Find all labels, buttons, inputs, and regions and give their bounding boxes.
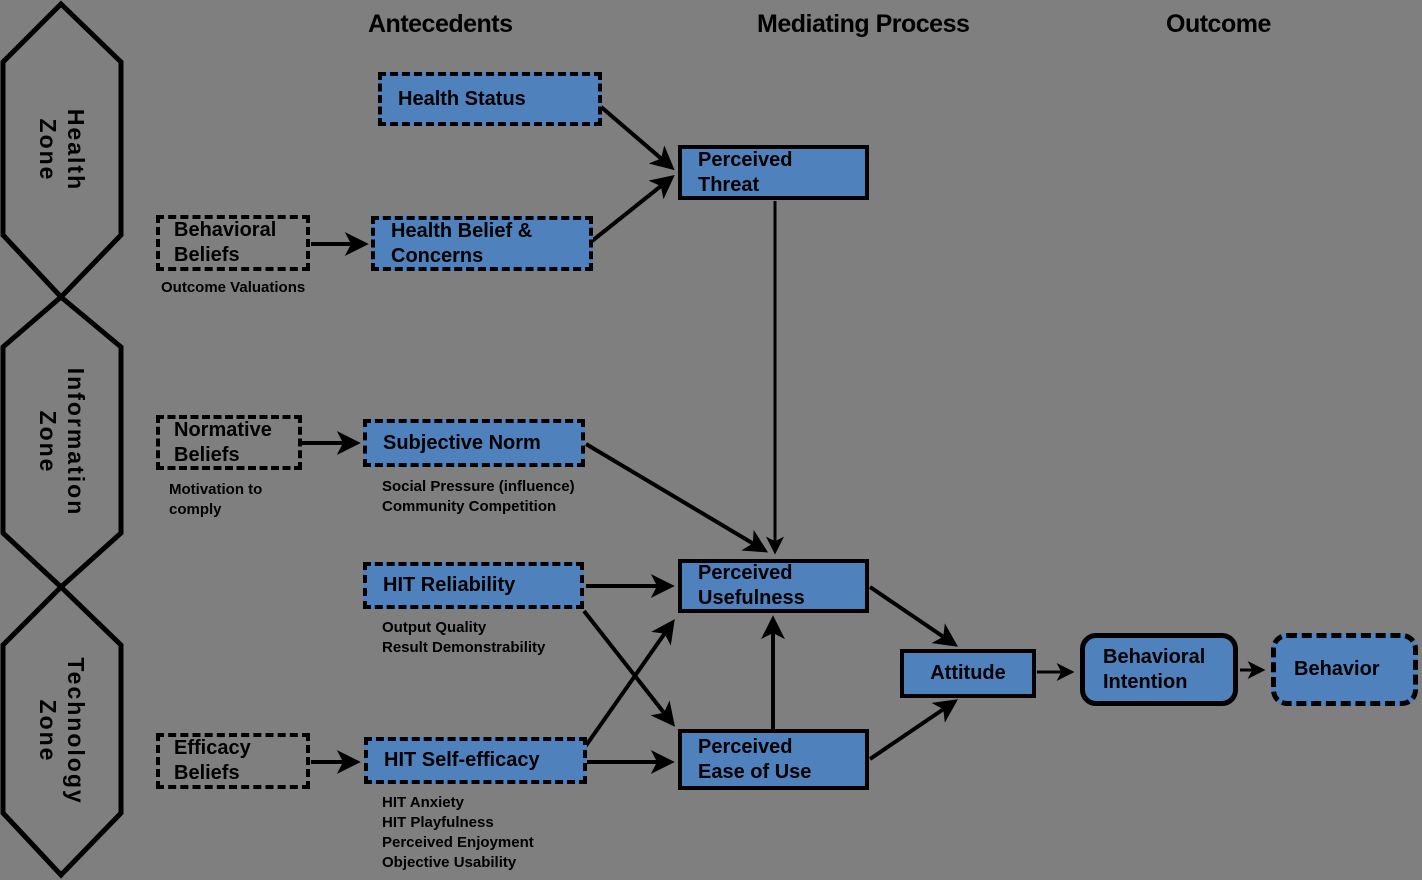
- node-label-line: Ease of Use: [698, 760, 812, 783]
- node-perceived-usefulness: Perceived Usefulness: [678, 559, 869, 613]
- note-hit-self-efficacy: HIT Anxiety HIT Playfulness Perceived En…: [382, 793, 534, 873]
- arrow-subjective-norm-to-perceived-usefulness: [584, 442, 769, 553]
- node-label-line: Usefulness: [698, 587, 805, 609]
- node-label-line: HIT Self-efficacy: [384, 749, 540, 771]
- arrow-hit-self-efficacy-to-perceived-usefulness: [583, 619, 675, 749]
- node-label-line: Threat: [698, 173, 760, 196]
- node-subjective-norm: Subjective Norm: [363, 419, 585, 467]
- arrow-health-belief-to-perceived-threat: [590, 175, 675, 243]
- node-label-line: Attitude: [930, 662, 1006, 684]
- node-behavioral-intention: Behavioral Intention: [1080, 633, 1238, 706]
- zone-label-line: Zone: [35, 410, 61, 474]
- node-health-status: Health Status: [378, 72, 602, 126]
- information-zone-label: Information Zone: [32, 342, 90, 542]
- arrow-perceived-ease-to-attitude: [868, 699, 958, 761]
- node-label-line: Normative: [174, 418, 272, 441]
- zone-label-line: Information: [63, 367, 89, 517]
- note-motivation-to-comply: Motivation to comply: [169, 480, 262, 520]
- note-line: Output Quality: [382, 619, 487, 636]
- node-label-line: Subjective Norm: [383, 431, 541, 454]
- note-hit-reliability: Output Quality Result Demonstrability: [382, 618, 545, 658]
- node-label-line: Perceived: [698, 735, 793, 758]
- node-label-line: Intention: [1103, 670, 1188, 693]
- note-line: Result Demonstrability: [382, 639, 546, 656]
- node-label-line: Efficacy: [174, 737, 251, 759]
- note-subjective-norm: Social Pressure (influence) Community Co…: [382, 477, 575, 517]
- node-behavioral-beliefs: Behavioral Beliefs: [156, 215, 310, 271]
- header-outcome: Outcome: [1166, 10, 1271, 38]
- arrow-perceived-usefulness-to-attitude: [868, 585, 958, 647]
- node-label-line: Beliefs: [174, 244, 240, 266]
- zone-label-line: Zone: [35, 118, 61, 182]
- note-line: Social Pressure (influence): [382, 478, 575, 495]
- node-label-line: Behavioral: [1103, 645, 1206, 668]
- note-line: HIT Anxiety: [382, 794, 464, 811]
- node-label-line: Perceived: [698, 562, 793, 584]
- note-line: Community Competition: [382, 498, 557, 515]
- node-efficacy-beliefs: Efficacy Beliefs: [156, 733, 310, 789]
- node-label-line: Beliefs: [174, 443, 240, 466]
- node-behavior: Behavior: [1271, 633, 1418, 706]
- arrow-health-status-to-perceived-threat: [598, 104, 675, 171]
- note-line: comply: [169, 501, 222, 518]
- header-antecedents: Antecedents: [368, 10, 513, 38]
- node-label-line: Behavior: [1294, 658, 1380, 680]
- node-normative-beliefs: Normative Beliefs: [156, 415, 302, 470]
- node-hit-self-efficacy: HIT Self-efficacy: [364, 737, 587, 784]
- note-line: HIT Playfulness: [382, 814, 494, 831]
- node-label-line: HIT Reliability: [383, 574, 516, 596]
- node-hit-reliability: HIT Reliability: [363, 562, 584, 609]
- node-label-line: Health Belief &: [391, 219, 533, 242]
- note-line: Perceived Enjoyment: [382, 834, 534, 851]
- health-zone-label: Health Zone: [32, 50, 90, 250]
- technology-zone-hexagon: [0, 583, 124, 879]
- arrow-hit-reliability-to-perceived-ease: [582, 609, 675, 727]
- node-label-line: Concerns: [391, 244, 484, 267]
- node-perceived-ease-of-use: Perceived Ease of Use: [678, 729, 869, 790]
- node-label-line: Behavioral: [174, 219, 277, 241]
- bottom-white-strip: [0, 880, 1422, 883]
- node-perceived-threat: Perceived Threat: [678, 145, 869, 200]
- node-attitude: Attitude: [900, 649, 1036, 698]
- node-health-belief-concerns: Health Belief & Concerns: [371, 216, 593, 271]
- note-line: Objective Usability: [382, 854, 517, 871]
- zone-label-line: Health: [63, 108, 89, 192]
- zone-label-line: Technology: [63, 657, 89, 805]
- note-outcome-valuations: Outcome Valuations: [161, 279, 306, 296]
- header-mediating-process: Mediating Process: [757, 10, 970, 38]
- node-label-line: Beliefs: [174, 762, 240, 784]
- node-label-line: Health Status: [398, 87, 526, 110]
- zone-label-line: Zone: [35, 699, 61, 763]
- node-label-line: Perceived: [698, 148, 793, 171]
- technology-zone-label: Technology Zone: [32, 631, 90, 831]
- note-line: Motivation to: [169, 481, 263, 498]
